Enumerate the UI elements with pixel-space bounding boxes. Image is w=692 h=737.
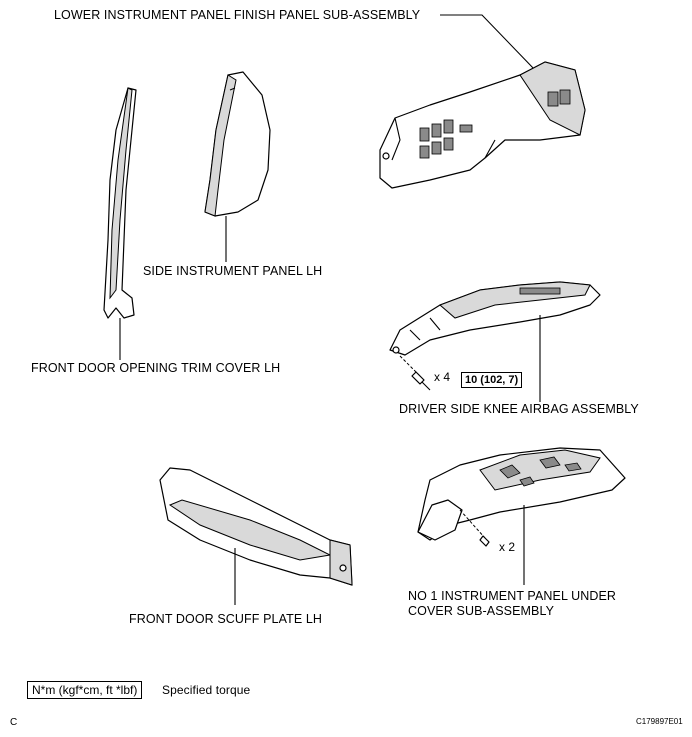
knee-airbag-label: DRIVER SIDE KNEE AIRBAG ASSEMBLY xyxy=(399,402,639,416)
front-door-scuff-plate-part xyxy=(159,467,353,605)
lower-finish-panel-label: LOWER INSTRUMENT PANEL FINISH PANEL SUB-… xyxy=(54,8,421,22)
figure-code: C179897E01 xyxy=(636,717,683,726)
side-panel-label: SIDE INSTRUMENT PANEL LH xyxy=(143,264,323,278)
side-instrument-panel-part xyxy=(204,71,271,262)
airbag-bolt-torque: 10 (102, 7) xyxy=(461,372,523,388)
front-door-trim-label: FRONT DOOR OPENING TRIM COVER LH xyxy=(31,361,281,375)
under-cover-label-line1: NO 1 INSTRUMENT PANEL UNDER xyxy=(408,589,617,603)
under-cover-label-line2: COVER SUB-ASSEMBLY xyxy=(408,604,555,618)
under-cover-part xyxy=(417,447,626,585)
lower-finish-panel-part xyxy=(379,14,586,189)
knee-airbag-part xyxy=(389,281,601,402)
torque-unit-description: Specified torque xyxy=(162,683,251,697)
airbag-bolt-quantity: x 4 xyxy=(434,370,451,384)
corner-letter: C xyxy=(10,717,18,728)
front-door-trim-cover-part xyxy=(103,87,137,360)
scuff-plate-label: FRONT DOOR SCUFF PLATE LH xyxy=(129,612,323,626)
torque-unit-legend: N*m (kgf*cm, ft *lbf) xyxy=(27,681,143,699)
under-cover-clip-quantity: x 2 xyxy=(499,540,516,554)
